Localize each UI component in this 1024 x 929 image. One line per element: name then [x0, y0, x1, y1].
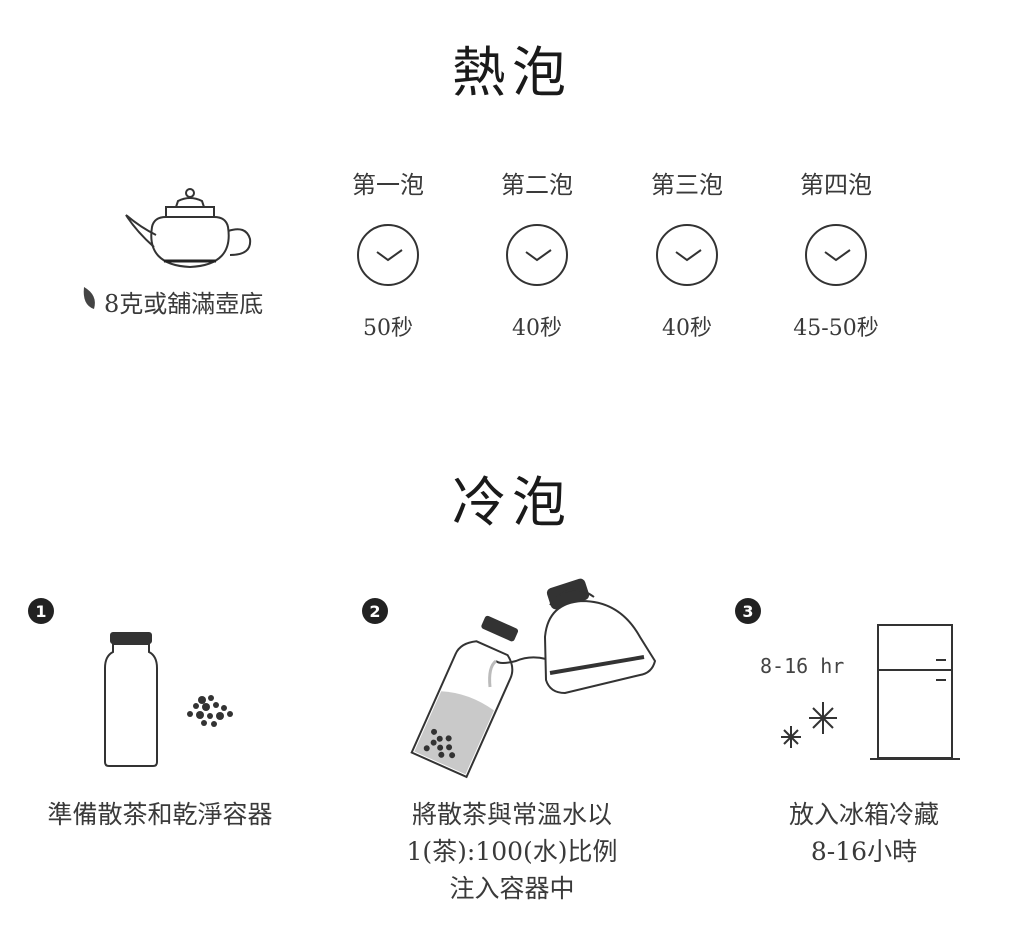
tea-amount-label: 8克或舖滿壺底 — [104, 290, 264, 318]
step-2-caption: 將散茶與常溫水以 1(茶):100(水)比例 注入容器中 — [352, 796, 672, 907]
step-number-badge: 2 — [362, 598, 388, 624]
caption-line: 將散茶與常溫水以 — [411, 800, 612, 829]
steep-label: 第四泡 — [800, 171, 872, 199]
steep-3: 第三泡 40秒 — [617, 165, 757, 342]
steep-time: 45-50秒 — [793, 316, 879, 341]
steep-1: 第一泡 50秒 — [318, 165, 458, 342]
tea-leaves-icon — [187, 695, 233, 727]
leaf-icon — [83, 287, 95, 309]
teapot-icon — [125, 188, 252, 269]
snowflake-icon — [781, 702, 837, 748]
caption-line: 1(茶):100(水)比例 — [406, 837, 618, 866]
clock-icon — [506, 224, 568, 286]
steep-4: 第四泡 45-50秒 — [766, 165, 906, 342]
fridge-icon — [870, 624, 960, 760]
clock-icon — [805, 224, 867, 286]
clock-icon — [357, 224, 419, 286]
hot-brew-title: 熱泡 — [452, 41, 572, 104]
bottle-icon — [104, 632, 158, 767]
step-1-caption: 準備散茶和乾淨容器 — [0, 796, 320, 833]
steep-time: 40秒 — [662, 316, 712, 341]
step-number-badge: 3 — [735, 598, 761, 624]
caption-line: 8-16小時 — [810, 837, 918, 866]
fridge-duration-label: 8-16 hr — [760, 654, 845, 678]
clock-icon — [656, 224, 718, 286]
steep-label: 第一泡 — [352, 171, 424, 199]
steep-time: 50秒 — [363, 316, 413, 341]
step-number-badge: 1 — [28, 598, 54, 624]
caption-line: 注入容器中 — [449, 874, 575, 903]
step-3-caption: 放入冰箱冷藏 8-16小時 — [704, 796, 1024, 870]
steep-2: 第二泡 40秒 — [467, 165, 607, 342]
pouring-illustration — [410, 578, 657, 779]
steep-label: 第三泡 — [651, 171, 723, 199]
steep-label: 第二泡 — [501, 171, 573, 199]
caption-line: 準備散茶和乾淨容器 — [47, 800, 273, 829]
steep-time: 40秒 — [512, 316, 562, 341]
kettle-icon — [495, 578, 657, 695]
caption-line: 放入冰箱冷藏 — [788, 800, 939, 829]
cold-brew-title: 冷泡 — [452, 471, 572, 534]
